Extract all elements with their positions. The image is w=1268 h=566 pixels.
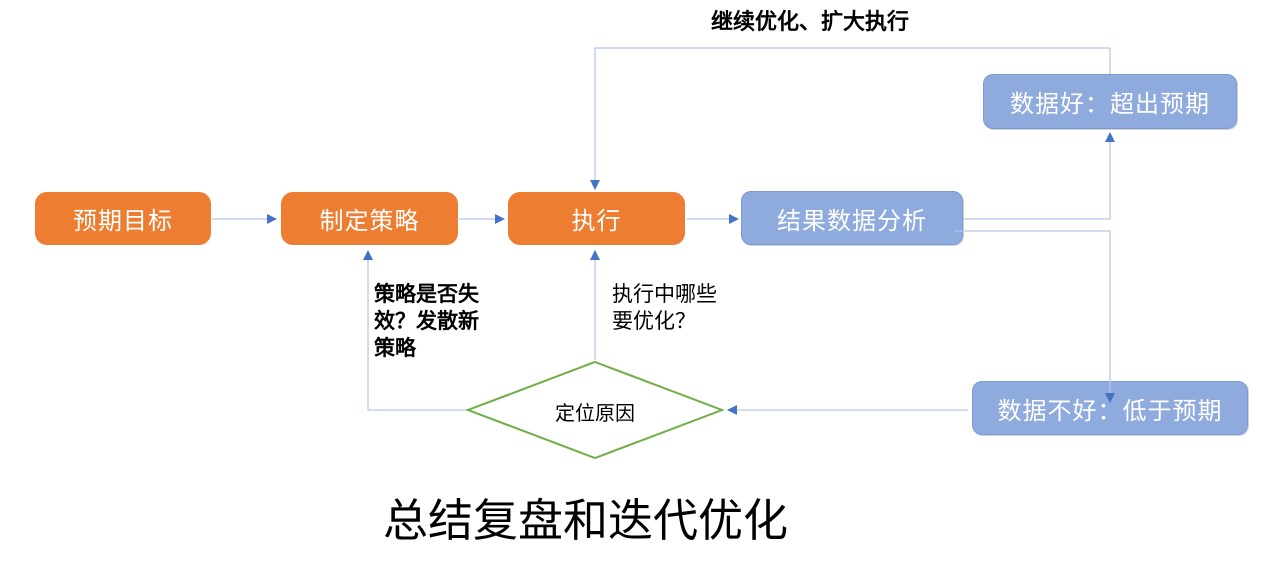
decision-label: 定位原因: [555, 403, 635, 425]
note-execute-question: 执行中哪些 要优化？: [612, 283, 717, 333]
note-strategy-question: 策略是否失 效？发散新 策略: [374, 283, 479, 360]
node-result-data-analysis: 结果数据分析: [741, 191, 963, 245]
node-data-good-exceeds: 数据好：超出预期: [983, 74, 1237, 129]
connector-analysis-to-data-bad: [955, 230, 1115, 403]
page-title: 总结复盘和迭代优化: [383, 495, 789, 546]
node-label: 制定策略: [319, 208, 420, 235]
node-label: 结果数据分析: [777, 207, 927, 235]
node-label: 数据好：超出预期: [1010, 91, 1210, 118]
node-data-bad-below: 数据不好：低于预期: [972, 381, 1248, 435]
node-label: 数据不好：低于预期: [997, 397, 1223, 425]
node-make-strategy: 制定策略: [281, 192, 458, 245]
top-loop-label: 继续优化、扩大执行: [710, 9, 909, 34]
node-execute: 执行: [508, 192, 685, 245]
node-label: 预期目标: [73, 208, 173, 235]
node-label: 执行: [571, 208, 622, 235]
node-expected-goal: 预期目标: [35, 192, 211, 245]
connector-analysis-to-data-good: [963, 132, 1115, 220]
